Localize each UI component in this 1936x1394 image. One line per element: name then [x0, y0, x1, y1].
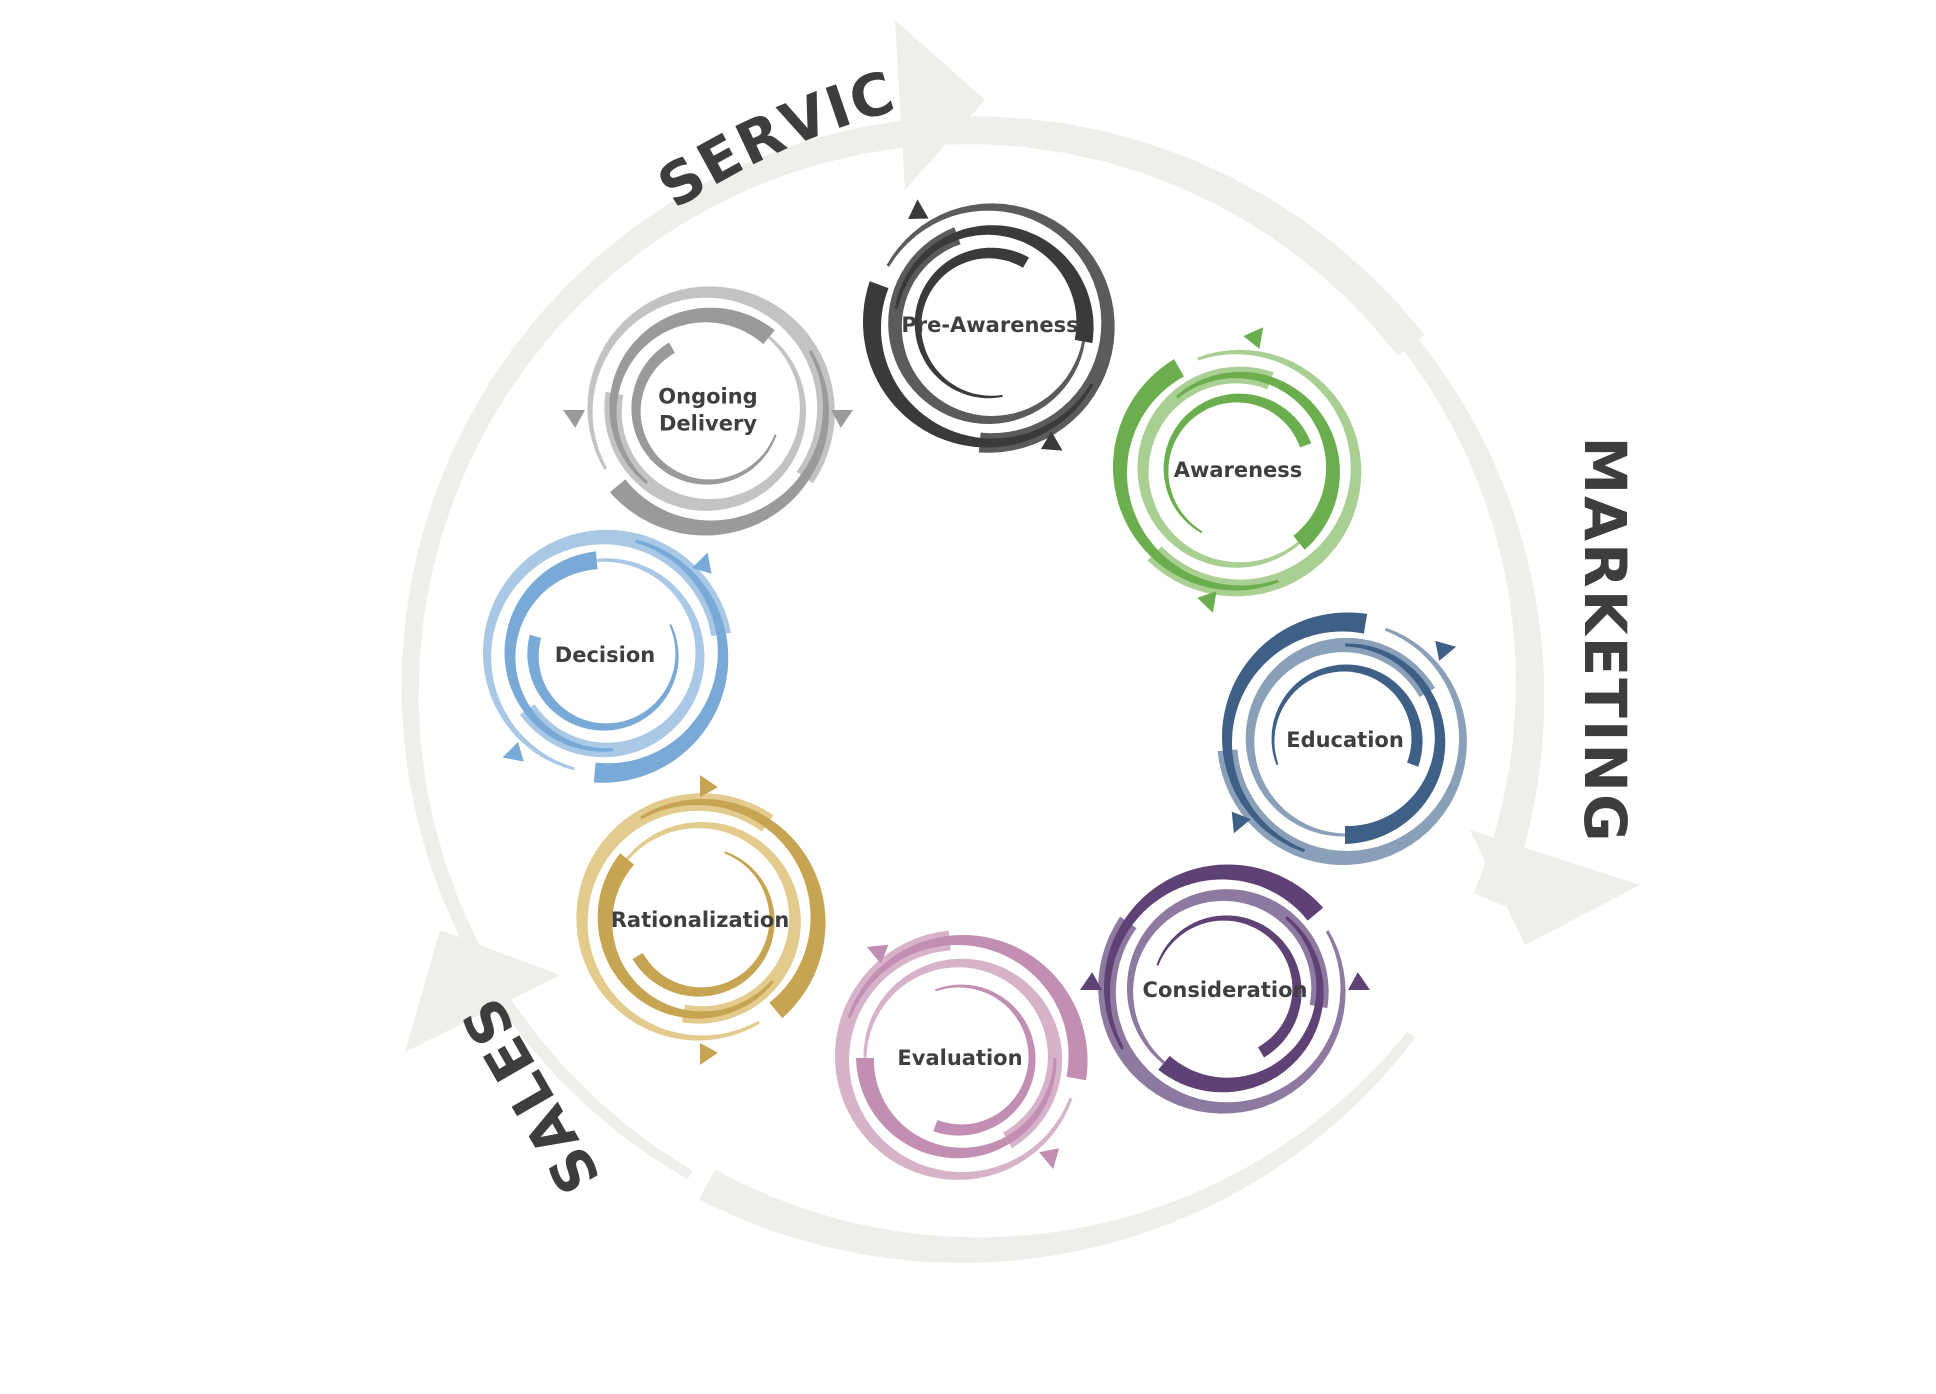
phase-labels: SERVICES MARKETING SALES: [0, 0, 1639, 1205]
marketing-label: MARKETING: [1571, 436, 1639, 843]
stage-rationalization-inner-crescent-2: [597, 853, 774, 1019]
stage-spirals: Pre-AwarenessAwarenessEducationConsidera…: [482, 199, 1467, 1180]
stage-education-arrowhead-2: [1231, 811, 1251, 834]
stage-consideration-label-line: Consideration: [1143, 978, 1308, 1002]
stage-ongoing-delivery-arrowhead: [563, 410, 585, 428]
stage-pre-awareness-inner-crescent-2: [895, 225, 1094, 344]
outer-ring-arc-marketing: [1141, 152, 1545, 907]
stage-decision-inner-crescent-2: [504, 551, 614, 752]
stage-consideration-inner-crescent-2: [1158, 916, 1324, 1093]
stage-decision: Decision: [482, 529, 732, 783]
stage-decision-arrowhead-2: [692, 552, 712, 574]
stage-evaluation-arrowhead-2: [866, 944, 889, 964]
stage-evaluation-arrowhead: [1039, 1148, 1060, 1170]
services-label: SERVICES: [0, 0, 903, 222]
stage-evaluation-label-line: Evaluation: [897, 1046, 1022, 1070]
stage-education: Education: [1217, 612, 1467, 865]
stage-rationalization-arrowhead-2: [700, 775, 718, 797]
stage-pre-awareness-arrowhead: [908, 199, 929, 219]
sales-arrowhead: [405, 930, 560, 1052]
stage-ongoing-delivery-inner-crescent: [604, 336, 807, 511]
stage-awareness-arrowhead-2: [1197, 591, 1217, 613]
stage-education-arrowhead: [1435, 640, 1457, 661]
stage-awareness-label-line: Awareness: [1174, 458, 1303, 482]
stage-ongoing-delivery-arrowhead-2: [831, 410, 853, 428]
stage-awareness-arrowhead: [1243, 327, 1264, 349]
stage-education-inner-crescent-2: [1345, 643, 1446, 844]
stage-awareness-label: Awareness: [1174, 458, 1303, 482]
stage-rationalization-inner-crescent: [626, 821, 801, 1024]
stage-ongoing-delivery-label-line: Delivery: [659, 412, 757, 436]
stage-education-label: Education: [1286, 728, 1404, 752]
stage-decision-outer-crescent-2: [593, 539, 729, 783]
services-arrowhead: [895, 20, 985, 190]
stage-awareness: Awareness: [1113, 327, 1362, 613]
stage-pre-awareness-label-line: Pre-Awareness: [901, 313, 1078, 337]
stage-consideration: Consideration: [1080, 864, 1370, 1114]
stage-decision-label: Decision: [555, 643, 655, 667]
stage-evaluation: Evaluation: [835, 930, 1088, 1180]
stage-rationalization-arrowhead: [700, 1043, 718, 1065]
stage-evaluation-inner-crescent-2: [856, 1058, 1057, 1159]
stage-rationalization-label: Rationalization: [611, 908, 790, 932]
stage-education-label-line: Education: [1286, 728, 1404, 752]
stage-pre-awareness-core-crescent: [914, 247, 1029, 399]
stage-consideration-arrowhead: [1348, 972, 1370, 990]
stage-evaluation-label: Evaluation: [897, 1046, 1022, 1070]
stage-rationalization: Rationalization: [576, 775, 826, 1065]
stage-consideration-arrowhead-2: [1080, 972, 1102, 990]
stage-decision-label-line: Decision: [555, 643, 655, 667]
stage-consideration-label: Consideration: [1143, 978, 1308, 1002]
stage-consideration-inner-crescent: [1126, 889, 1329, 1064]
stage-ongoing-delivery-inner-crescent-2: [609, 307, 775, 484]
stage-awareness-outer-crescent: [1147, 349, 1362, 597]
marketing-arrowhead: [1470, 830, 1640, 945]
stage-ongoing-delivery-label-line: Ongoing: [658, 385, 757, 409]
outer-cycle-ring: [401, 20, 1640, 1263]
stage-rationalization-label-line: Rationalization: [611, 908, 790, 932]
stage-pre-awareness-label: Pre-Awareness: [901, 313, 1078, 337]
stage-decision-arrowhead: [502, 742, 524, 762]
stage-pre-awareness-arrowhead-2: [1040, 431, 1063, 451]
stage-pre-awareness: Pre-Awareness: [863, 199, 1115, 453]
stage-decision-core-crescent: [527, 624, 679, 731]
